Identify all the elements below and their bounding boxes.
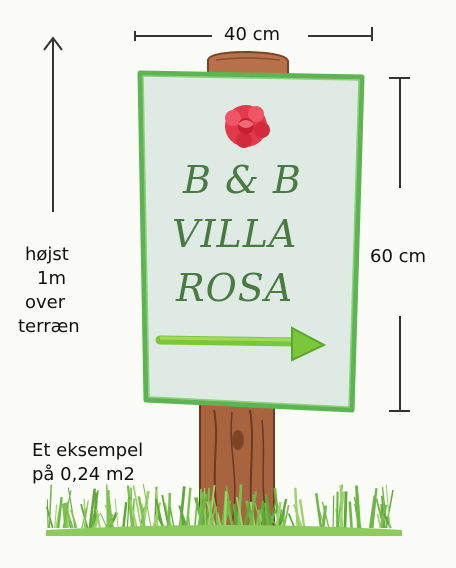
sign-line-3: ROSA	[176, 266, 294, 310]
grass-blade	[132, 485, 143, 529]
sign-board	[137, 70, 365, 413]
height-note-line-1: højst	[25, 244, 69, 265]
grass-blade	[106, 490, 110, 529]
grass-blade	[376, 513, 382, 529]
grass-blade	[356, 493, 361, 529]
grass-blade	[315, 493, 323, 529]
grass-blade	[223, 491, 228, 529]
grass-blade	[129, 499, 138, 529]
grass-blade	[332, 495, 335, 529]
grass-blade	[88, 488, 97, 529]
width-dimension-line	[134, 27, 373, 41]
grass-blade	[48, 484, 53, 529]
rose-icon	[225, 105, 270, 148]
grass-blade	[264, 494, 273, 529]
grass-blade	[261, 501, 265, 529]
height-note-line-2: 1m	[37, 268, 66, 289]
grass-blade	[348, 501, 353, 529]
grass-blade	[54, 504, 58, 529]
width-label: 40 cm	[224, 24, 281, 45]
height-note-line-3: over	[25, 292, 66, 313]
grass-blade	[380, 504, 384, 529]
grass-blade	[385, 484, 391, 529]
grass-blade	[70, 509, 78, 529]
grass-blade	[83, 500, 89, 529]
grass-blade	[127, 499, 136, 529]
grass-blade	[343, 491, 348, 529]
grass-blade	[46, 499, 49, 529]
grass-blade	[65, 508, 74, 529]
grass-blade	[61, 503, 68, 529]
grass-blade	[155, 489, 159, 529]
grass-blade	[57, 496, 63, 529]
grass-blade	[154, 498, 164, 529]
direction-arrow-icon	[155, 326, 327, 362]
grass-blade	[248, 491, 258, 529]
grass-blade	[371, 488, 378, 529]
grass-blade	[298, 499, 306, 529]
grass-blade	[114, 498, 119, 529]
grass-blade	[368, 495, 376, 529]
grass-blade	[67, 487, 76, 529]
height-note-line-4: terræn	[18, 316, 80, 337]
grass-blade	[81, 507, 88, 529]
height-label: 60 cm	[370, 246, 427, 267]
grass-blade	[381, 487, 388, 529]
height-up-arrow	[43, 36, 63, 212]
grass-blade	[375, 498, 385, 529]
example-note-line-2: på 0,24 m2	[32, 464, 135, 485]
example-note-line-1: Et eksempel	[32, 440, 144, 461]
sign-line-2: VILLA	[172, 212, 298, 256]
grass-blade	[122, 502, 128, 529]
sign-line-1: B & B	[183, 158, 302, 202]
grass-blade	[108, 511, 119, 529]
grass-blade	[167, 492, 172, 529]
grass-blade	[294, 487, 299, 529]
grass-blade	[339, 485, 344, 529]
grass-blade	[337, 484, 343, 529]
grass-blade	[321, 505, 328, 529]
grass-blade	[237, 484, 243, 529]
grass-blade	[381, 495, 386, 529]
grass-blade	[137, 496, 146, 529]
grass-base	[46, 525, 402, 536]
height-dimension-line	[389, 77, 410, 412]
grass-blade	[197, 492, 203, 529]
grass-blade	[225, 485, 234, 529]
grass-blade	[95, 508, 101, 529]
grass-blade	[185, 487, 192, 529]
grass-blade	[126, 496, 130, 529]
grass	[45, 483, 402, 536]
grass-blade	[142, 483, 152, 529]
